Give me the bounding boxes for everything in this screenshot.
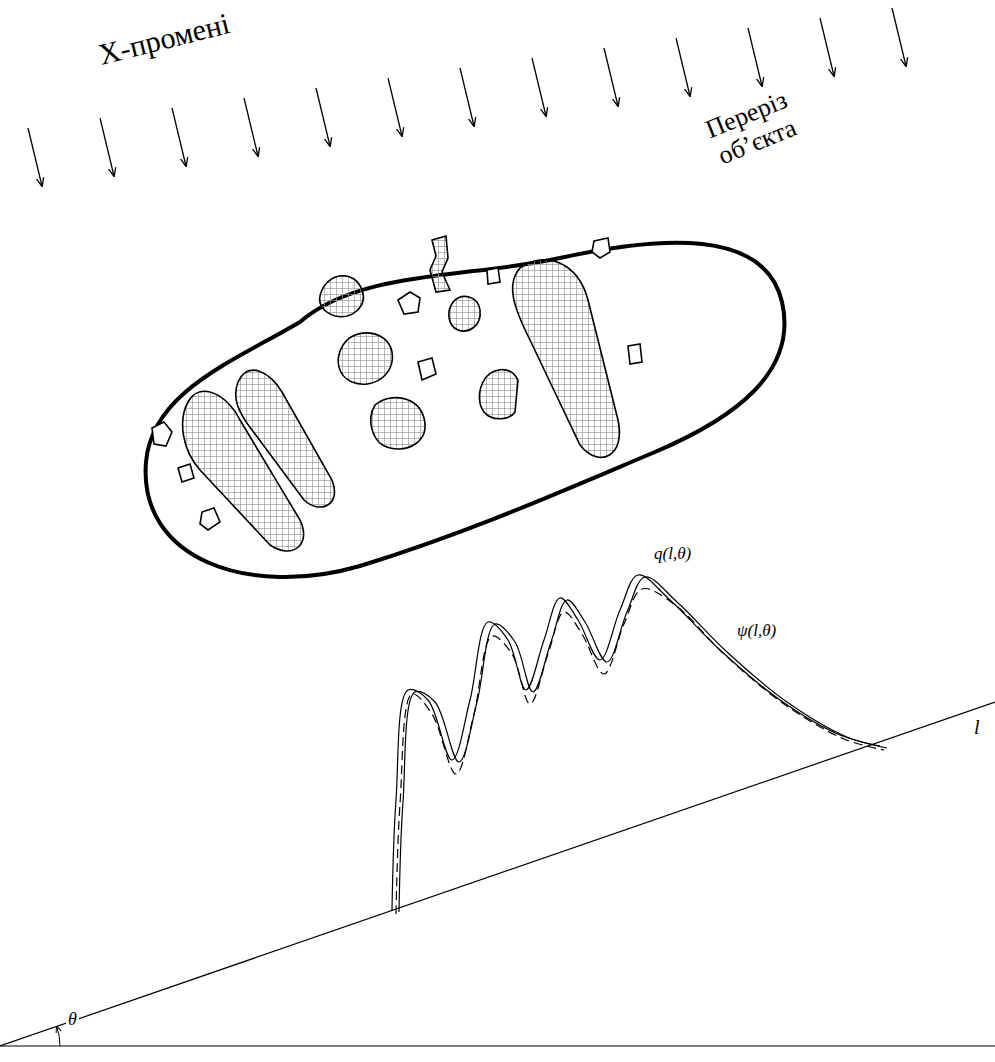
x-ray-arrow bbox=[388, 78, 402, 136]
object-label: Переріз об’єкта bbox=[684, 79, 820, 178]
x-ray-arrow bbox=[604, 48, 618, 106]
x-ray-arrow bbox=[244, 98, 258, 156]
axis-label: l bbox=[972, 716, 982, 738]
x-ray-arrow bbox=[676, 38, 690, 96]
q-label: q(l,θ) bbox=[652, 545, 693, 564]
q-curve bbox=[399, 577, 887, 912]
psi-label: ψ(l,θ) bbox=[735, 622, 778, 641]
x-ray-arrow bbox=[460, 68, 474, 126]
small-particles bbox=[152, 238, 642, 530]
x-ray-arrow bbox=[28, 128, 42, 186]
inclusions bbox=[183, 236, 620, 551]
x-ray-arrow bbox=[532, 58, 546, 116]
x-ray-arrow bbox=[892, 8, 906, 66]
projection-curves bbox=[392, 575, 887, 914]
q-curve bbox=[392, 575, 880, 910]
x-ray-arrow bbox=[748, 28, 762, 86]
base-line bbox=[0, 1045, 995, 1046]
rays-label: X-промені bbox=[93, 6, 235, 71]
x-ray-arrow bbox=[316, 88, 330, 146]
object-outline bbox=[146, 243, 785, 577]
angle-label: θ bbox=[66, 1010, 79, 1030]
x-ray-arrow bbox=[820, 18, 834, 76]
psi-curve bbox=[396, 589, 884, 914]
x-ray-arrow bbox=[100, 118, 114, 176]
angle-arc bbox=[57, 1026, 60, 1046]
projection-axis bbox=[0, 702, 995, 1046]
x-ray-arrow bbox=[172, 108, 186, 166]
